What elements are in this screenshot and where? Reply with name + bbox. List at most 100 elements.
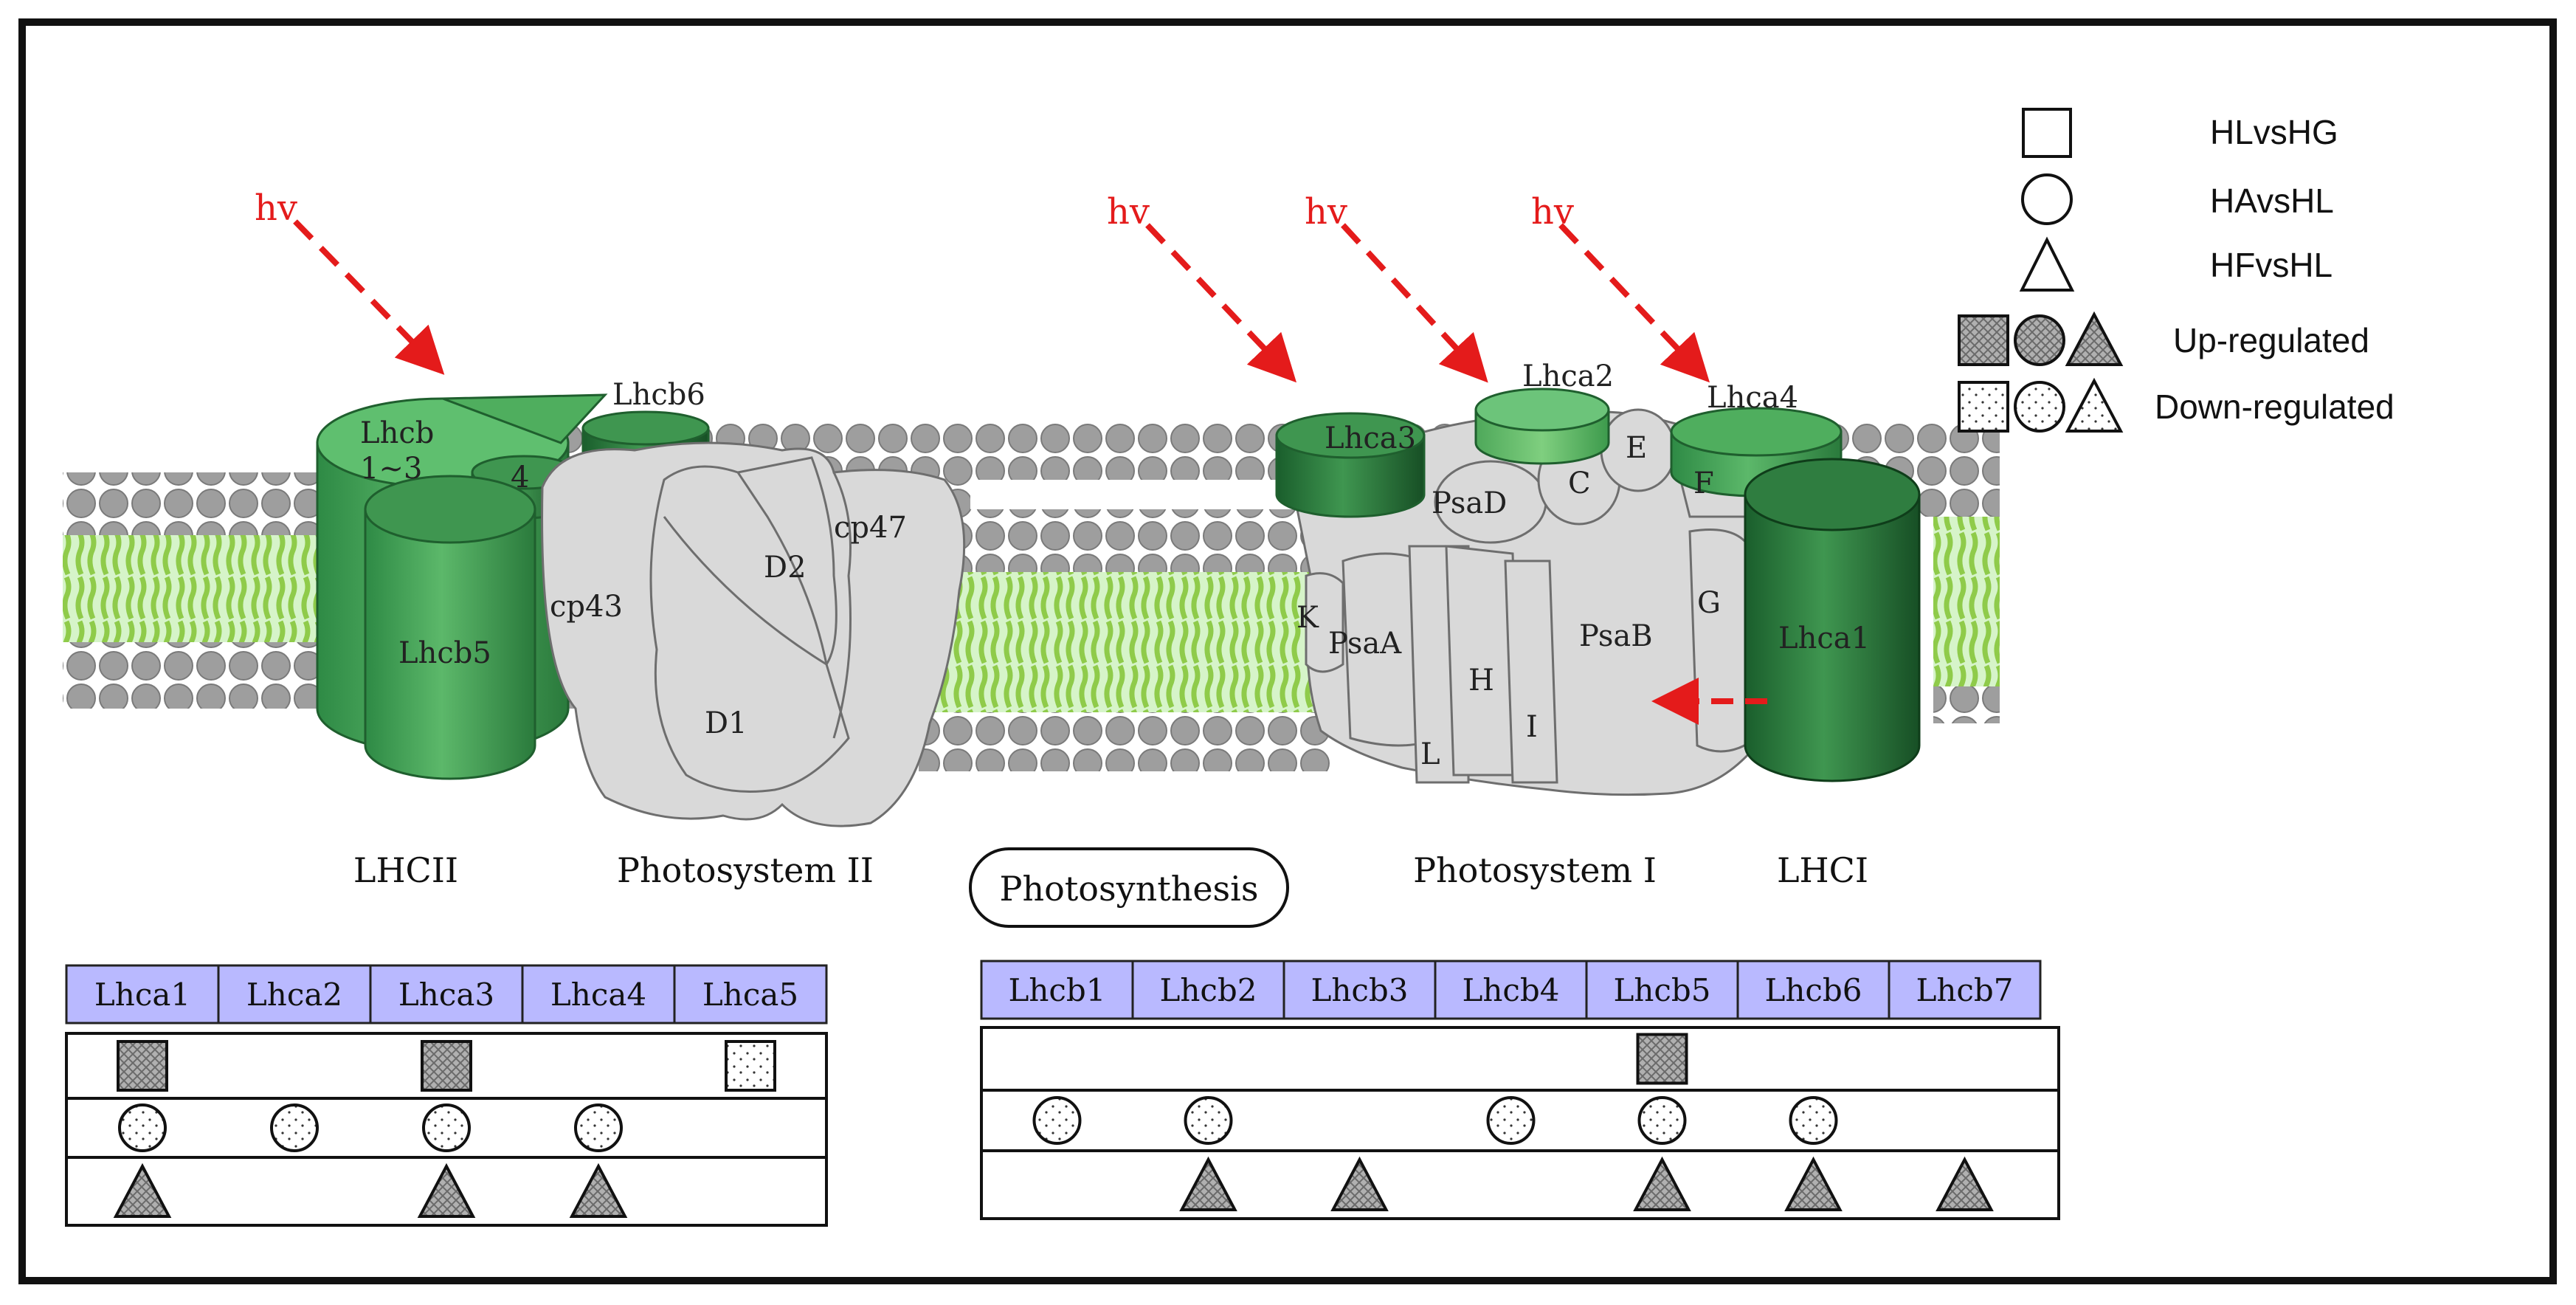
lhci-complex	[1275, 388, 1921, 782]
f-label: F	[1693, 466, 1714, 500]
legend-up-triangle-icon	[2065, 311, 2124, 366]
down-regulated-circle-marker	[118, 1103, 167, 1152]
lhcb6-top	[581, 410, 710, 446]
lhcb13-label: Lhcb	[360, 416, 434, 450]
legend-down-circle-icon	[2014, 381, 2065, 433]
gene-header-cell	[1888, 960, 2042, 1020]
lhcii-complex	[316, 393, 710, 780]
d1-d2-divider	[663, 516, 827, 666]
legend: HLvsHG HAvsHL HFvsHL Up-regulated Down-r…	[1958, 108, 2394, 433]
lhca2-top	[1474, 388, 1610, 432]
protein-labels: Lhcb 1~3 4 Lhcb6 Lhcb5 cp43 D2 cp47 D1 L…	[360, 359, 1870, 771]
up-regulated-triangle-marker	[113, 1163, 172, 1218]
lhcb6-label: Lhcb6	[612, 378, 705, 412]
light-label-2: hv	[1107, 191, 1150, 233]
legend-label-up: Up-regulated	[2173, 321, 2369, 359]
membrane-lower-heads-right	[1933, 686, 2000, 723]
psaa-label: PsaA	[1328, 627, 1402, 661]
gene-header-cell	[521, 964, 676, 1025]
ps2-body	[541, 441, 966, 827]
down-regulated-circle-marker	[1184, 1096, 1233, 1145]
lhcii-label: LHCII	[353, 850, 458, 890]
membrane-lower-heads-mid	[919, 712, 1332, 771]
legend-triangle-icon	[2019, 236, 2075, 292]
gene-header-label: Lhca4	[550, 977, 646, 1013]
psab-label: PsaB	[1579, 619, 1653, 653]
lhca4-top	[1670, 407, 1843, 457]
legend-down-triangle-icon	[2065, 377, 2124, 433]
lhcb13-sub-label: 1~3	[360, 452, 422, 486]
c-label: C	[1568, 466, 1591, 500]
light-arrow-lhcii	[293, 219, 445, 375]
l-label: L	[1420, 737, 1440, 771]
gene-header-label: Lhcb1	[1008, 972, 1105, 1008]
light-labels: hv hv hv hv	[255, 187, 1574, 233]
gene-header-cell	[1434, 960, 1588, 1020]
complex-labels: LHCII Photosystem II Photosystem I LHCI	[353, 850, 1868, 890]
lhcb13-wedge	[442, 393, 608, 444]
lhcb5-label: Lhcb5	[398, 636, 491, 670]
e-label: E	[1626, 431, 1647, 465]
pathway-box	[969, 847, 1289, 928]
gene-header-label: Lhca2	[246, 977, 342, 1013]
up-regulated-triangle-marker	[417, 1163, 476, 1218]
gene-header-cell	[1282, 960, 1437, 1020]
i-label: I	[1526, 710, 1538, 744]
d1-outline	[649, 465, 850, 793]
g-label: G	[1697, 586, 1721, 620]
legend-up-circle-icon	[2014, 314, 2065, 366]
k-label: K	[1296, 601, 1319, 635]
lhcb5-top	[364, 475, 536, 544]
cp47-outline	[832, 472, 852, 739]
up-regulated-triangle-marker	[1936, 1156, 1994, 1211]
down-regulated-square-marker	[725, 1040, 776, 1092]
lhca3-label: Lhca3	[1325, 421, 1416, 455]
square-row	[980, 1026, 2060, 1092]
membrane-tails-mid	[919, 572, 1332, 716]
legend-up-square-icon	[1958, 314, 2009, 366]
up-regulated-square-marker	[421, 1040, 472, 1092]
ps1-label: Photosystem I	[1413, 850, 1657, 890]
down-regulated-circle-marker	[1789, 1096, 1838, 1145]
gene-header-label: Lhca3	[398, 977, 494, 1013]
cp43-label: cp43	[550, 590, 623, 624]
lhca1-body	[1744, 493, 1921, 782]
light-label-1: hv	[255, 187, 297, 229]
lhca1-label: Lhca1	[1778, 621, 1870, 655]
triangle-row	[980, 1149, 2060, 1220]
pathway-label: Photosynthesis	[1000, 869, 1259, 909]
k-outline	[1305, 572, 1344, 673]
up-regulated-square-marker	[1636, 1033, 1688, 1085]
gene-header-cell	[65, 964, 220, 1025]
gene-header-cell	[1736, 960, 1890, 1020]
up-regulated-square-marker	[117, 1040, 168, 1092]
light-label-3: hv	[1305, 191, 1347, 233]
legend-square-icon	[2022, 108, 2072, 158]
ps2-core	[541, 441, 966, 827]
light-arrows	[293, 219, 1767, 725]
lhcb5-body	[364, 508, 536, 780]
lhca3-top	[1275, 412, 1426, 459]
legend-label-down: Down-regulated	[2155, 388, 2394, 426]
up-regulated-triangle-marker	[1330, 1156, 1389, 1211]
down-regulated-circle-marker	[1486, 1096, 1536, 1145]
membrane-tails-right	[1933, 517, 2000, 694]
up-regulated-triangle-marker	[1633, 1156, 1691, 1211]
h-label: H	[1468, 664, 1494, 698]
legend-label-circle: HAvsHL	[2210, 182, 2334, 220]
ps2-label: Photosystem II	[617, 850, 874, 890]
d2-outline	[737, 456, 838, 665]
gene-header-label: Lhcb3	[1311, 972, 1408, 1008]
d1-label: D1	[705, 706, 747, 740]
membrane-upper-heads-mid	[919, 509, 1332, 576]
light-arrow-lhca2	[1341, 223, 1488, 383]
lhca4-label: Lhca4	[1707, 381, 1798, 415]
down-regulated-circle-marker	[1637, 1096, 1687, 1145]
lhca2-label: Lhca2	[1522, 359, 1614, 393]
gene-header-label: Lhcb4	[1462, 972, 1559, 1008]
lhci-label: LHCI	[1777, 850, 1868, 890]
